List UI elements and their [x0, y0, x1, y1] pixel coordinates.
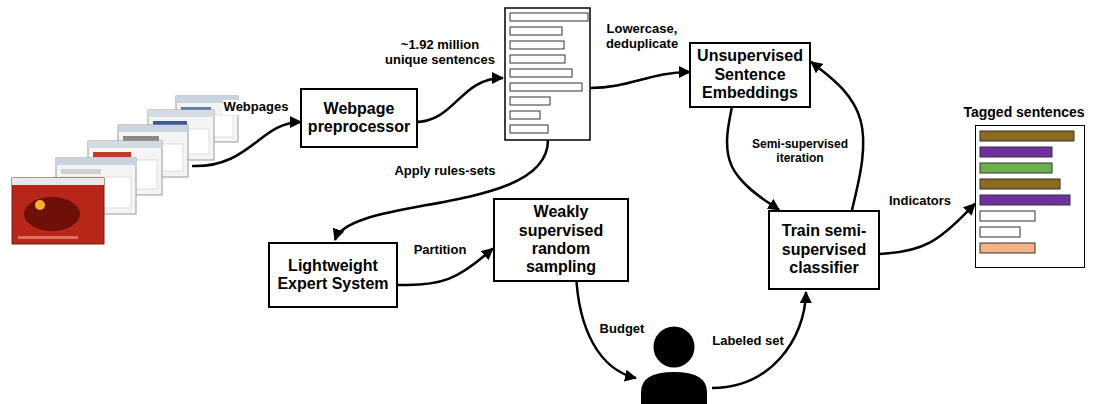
connector-arrow	[880, 204, 975, 254]
person-body	[641, 372, 707, 404]
tagged-bar	[980, 179, 1060, 189]
process-box: Webpage preprocessor	[300, 88, 418, 148]
box-label: Webpage preprocessor	[306, 100, 412, 137]
tagged-bar	[980, 163, 1052, 173]
flow-label: Webpages	[223, 100, 290, 115]
sentence-list	[505, 8, 590, 140]
webpage-titlebar	[12, 178, 104, 185]
webpage-text-line	[18, 236, 78, 239]
flow-arrow	[192, 122, 301, 166]
sentence-bar	[510, 97, 550, 105]
sentence-bar	[510, 83, 582, 91]
sentence-bar	[510, 13, 588, 21]
sentence-bar	[510, 27, 562, 35]
process-box: Weakly supervised random sampling	[493, 198, 629, 282]
process-box: Train semi-supervised classifier	[768, 210, 880, 290]
process-box: Lightweight Expert System	[268, 242, 398, 308]
flow-label: Budget	[599, 322, 646, 337]
box-label: Train semi-supervised classifier	[774, 222, 874, 277]
person-head	[652, 325, 696, 369]
box-label: Unsupervised Sentence Embeddings	[695, 47, 805, 102]
sentence-bar	[510, 125, 548, 133]
flow-arrow	[415, 78, 503, 122]
sentence-bar	[510, 41, 564, 49]
webpage-titlebar	[88, 141, 162, 148]
webpage-banner	[93, 152, 131, 157]
webpage-graphic	[24, 197, 80, 231]
sentence-bar	[510, 55, 565, 63]
connector-arrow	[811, 62, 863, 210]
box-label: Lightweight Expert System	[274, 257, 392, 294]
flow-label: Lowercase, deduplicate	[596, 22, 688, 52]
flow-label: ~1.92 million unique sentences	[380, 38, 500, 68]
flow-arrows	[192, 72, 806, 388]
tagged-bar	[980, 195, 1070, 205]
process-box: Unsupervised Sentence Embeddings	[689, 42, 811, 108]
edge-label: Semi-supervised iteration	[750, 138, 850, 166]
edge-label: Indicators	[888, 194, 952, 209]
tagged-bar	[980, 131, 1074, 141]
tagged-bar	[980, 211, 1035, 221]
webpage-titlebar	[56, 158, 136, 165]
tagged-bars	[980, 131, 1074, 253]
tagged-bar	[980, 227, 1020, 237]
webpage-titlebar	[148, 110, 214, 117]
flow-arrow	[712, 292, 806, 388]
sentence-bar	[510, 69, 572, 77]
webpage-graphic	[35, 200, 45, 210]
annotator-icon	[641, 325, 707, 404]
box-label: Weakly supervised random sampling	[499, 203, 623, 277]
list-frame	[505, 8, 590, 140]
sentence-bar	[510, 111, 540, 119]
panel-frame	[975, 125, 1085, 268]
output-panel: Tagged sentences	[960, 104, 1088, 268]
webpage-window	[12, 178, 104, 244]
webpage-stack	[12, 96, 238, 244]
flow-label: Apply rules-sets	[393, 164, 496, 179]
tagged-bar	[980, 147, 1052, 157]
webpage-titlebar	[118, 125, 188, 132]
tagged-bar	[980, 243, 1035, 253]
webpage-banner	[61, 169, 101, 174]
panel-heading: Tagged sentences	[960, 104, 1088, 120]
webpage-banner	[123, 136, 159, 141]
flow-label: Labeled set	[711, 334, 785, 349]
flow-arrow	[590, 72, 690, 88]
edge-label: Partition	[413, 243, 468, 258]
